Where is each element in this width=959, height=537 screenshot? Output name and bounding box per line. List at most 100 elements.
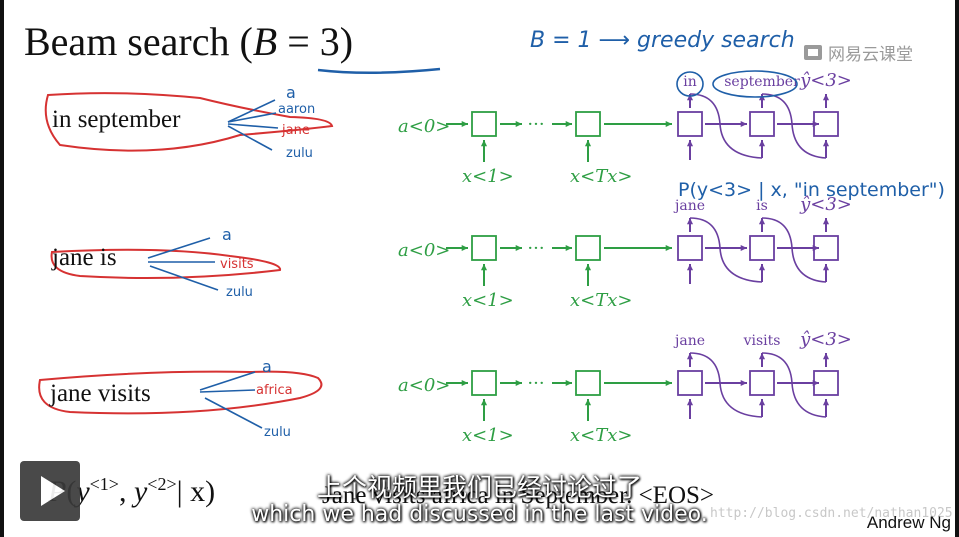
dec-cell3-row2: [813, 235, 839, 261]
author: Andrew Ng: [866, 513, 951, 532]
ann-row2-zulu: zulu: [226, 285, 253, 300]
dec-cell1-row2: [677, 235, 703, 261]
x1-label-row2: x<1>: [462, 290, 514, 311]
title-rest: = 3): [277, 19, 354, 64]
formula-sup1: <1>: [89, 474, 119, 494]
arrow-xtx-row2-head: [584, 264, 592, 271]
arrow-a0-row2-head: [461, 244, 468, 252]
a0-label-row1: a<0>: [398, 116, 450, 137]
xtx-label-row3: x<Tx>: [570, 425, 632, 446]
arrow-enc1-row2-head: [515, 244, 522, 252]
arrow-dec1-row2-head: [740, 244, 747, 252]
arrow-dots-row1-head: [565, 120, 572, 128]
ann-row2-a: a: [222, 225, 232, 244]
dots-row2: ···: [527, 238, 544, 259]
title-text: Beam search (: [24, 19, 253, 64]
xtx-label-row2: x<Tx>: [570, 290, 632, 311]
feedback2-row2: [761, 217, 827, 283]
enc-cell1-row3: [471, 370, 497, 396]
ann-row1-aaron: aaron: [278, 102, 315, 117]
arrow-x1-row3-head: [480, 399, 488, 406]
yhat-label-row1: ŷ<3>: [799, 70, 852, 91]
out2-label-row2: is: [756, 198, 768, 214]
feedback1-row3: [689, 352, 763, 418]
out2-label-row1: september: [724, 74, 800, 90]
dots-row3: ···: [527, 373, 544, 394]
arrow-out1-row1-head: [686, 94, 694, 101]
circle-in: [676, 71, 704, 97]
ann-row3-a: a: [262, 357, 272, 376]
x1-label-row1: x<1>: [462, 166, 514, 187]
arrow-feed2-row3-head: [822, 399, 830, 406]
enc-cell1-row1: [471, 111, 497, 137]
phrase-row3: jane visits: [50, 380, 151, 407]
ann-row3-zulu: zulu: [264, 425, 291, 440]
xtx-label-row1: x<Tx>: [570, 166, 632, 187]
watermark: http://blog.csdn.net/nathan1025: [710, 506, 953, 521]
arrow-context-row3-head: [665, 379, 672, 387]
arrow-feed1-row1-head: [758, 140, 766, 147]
title-underline: [317, 67, 441, 74]
arrow-xtx-row1-head: [584, 140, 592, 147]
dec-cell1-row3: [677, 370, 703, 396]
ann-row1-zulu: zulu: [286, 146, 313, 161]
play-button[interactable]: [20, 461, 80, 521]
prob-note: P(y<3> | x, "in september"): [678, 179, 945, 201]
arrow-dots-row3-head: [565, 379, 572, 387]
feedback1-row2: [689, 217, 763, 283]
arrow-a0-row1-head: [461, 120, 468, 128]
dec-cell3-row1: [813, 111, 839, 137]
loop-row3: [38, 370, 323, 415]
out1-label-row2: jane: [673, 198, 705, 214]
arrow-feed2-row1-head: [822, 140, 830, 147]
ann-row1-a: a: [286, 83, 296, 102]
arrow-in1-row1-head: [686, 140, 694, 147]
formula-y2: y: [133, 475, 148, 508]
enc-cellT-row2: [575, 235, 601, 261]
arrow-enc1-row1-head: [515, 120, 522, 128]
arrow-out3-row2-head: [822, 218, 830, 225]
arrow-out1-row3-head: [686, 353, 694, 360]
x1-label-row3: x<1>: [462, 425, 514, 446]
subtitle-english: which we had discussed in the last video…: [251, 502, 708, 527]
out1-label-row3: jane: [673, 333, 705, 349]
phrase-row2: jane is: [52, 244, 117, 271]
arrow-out3-row3-head: [822, 353, 830, 360]
formula-rest: | x): [176, 475, 216, 508]
dec-cell3-row3: [813, 370, 839, 396]
arrow-in1-row2-head: [686, 264, 694, 271]
feedback2-row3: [761, 352, 827, 418]
logo-text: 网易云课堂: [828, 45, 913, 65]
out1-label-row1: in: [683, 74, 697, 90]
phrase-row1: in september: [52, 106, 181, 133]
enc-cell1-row2: [471, 235, 497, 261]
arrow-out1-row2-head: [686, 218, 694, 225]
example-sentence: Jane visits africa in September. <EOS>: [322, 482, 715, 509]
dots-row1: ···: [527, 114, 544, 135]
loop-row2: [50, 248, 281, 279]
arrow-context-row2-head: [665, 244, 672, 252]
circle-september: [712, 70, 798, 98]
a0-label-row3: a<0>: [398, 375, 450, 396]
arrow-feed2-row2-head: [822, 264, 830, 271]
arrow-in1-row3-head: [686, 399, 694, 406]
out2-label-row3: visits: [743, 333, 781, 349]
ann-row1-jane: jane: [281, 123, 310, 138]
dec-cell2-row2: [749, 235, 775, 261]
feedback2-row1: [761, 93, 827, 159]
netease-logo: 网易云课堂: [804, 40, 913, 65]
yhat-label-row3: ŷ<3>: [799, 329, 852, 350]
arrow-xtx-row3-head: [584, 399, 592, 406]
slide-title: Beam search (B = 3): [24, 18, 353, 65]
enc-cellT-row3: [575, 370, 601, 396]
arrow-out2-row2-head: [758, 218, 766, 225]
ann-row3-africa: africa: [256, 383, 293, 398]
left-border: [0, 0, 4, 537]
arrow-out3-row1-head: [822, 94, 830, 101]
arrow-feed1-row2-head: [758, 264, 766, 271]
arrow-dec1-row3-head: [740, 379, 747, 387]
formula-sup2: <2>: [147, 474, 177, 494]
ann-row2-visits: visits: [220, 257, 254, 272]
arrow-dots-row2-head: [565, 244, 572, 252]
